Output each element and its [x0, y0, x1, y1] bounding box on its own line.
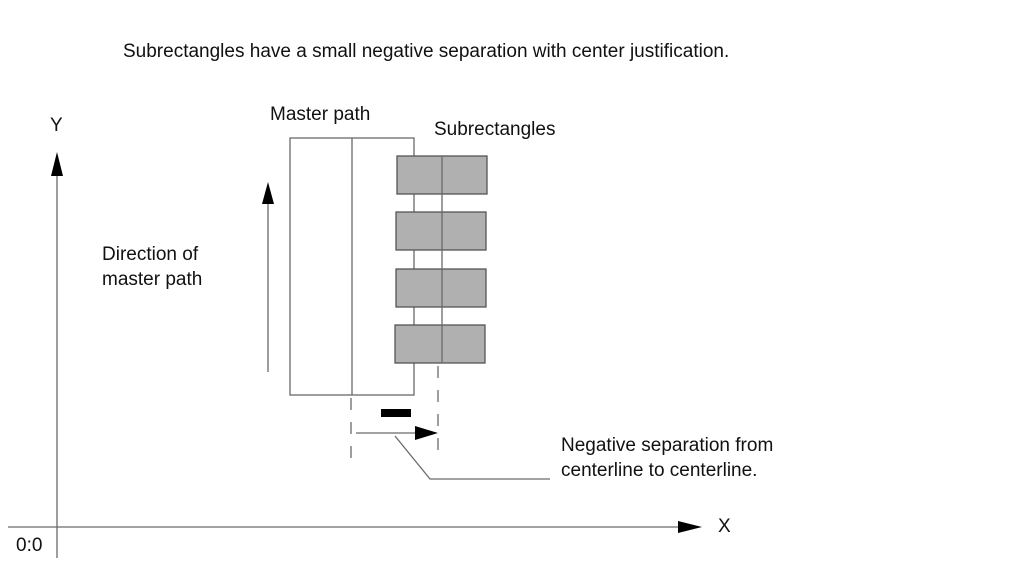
subrectangles-label: Subrectangles — [434, 119, 555, 140]
separation-leader-line — [394, 435, 550, 480]
master-path-label: Master path — [270, 104, 370, 125]
subrectangle-4 — [394, 324, 486, 364]
y-axis-arrow-icon — [51, 152, 63, 176]
origin-label: 0:0 — [16, 535, 42, 556]
x-axis-label: X — [718, 516, 731, 537]
direction-label-line1: Direction of — [102, 244, 199, 265]
y-axis-label: Y — [50, 115, 63, 136]
direction-label-line2: master path — [102, 269, 202, 290]
x-axis-arrow-icon — [678, 521, 702, 533]
separation-arrow-icon — [415, 426, 438, 440]
separation-label-line2: centerline to centerline. — [561, 460, 757, 481]
direction-arrow-icon — [262, 182, 274, 204]
subrectangle-2 — [395, 211, 487, 251]
minus-sign-icon — [381, 409, 411, 417]
separation-label-line1: Negative separation from — [561, 435, 773, 456]
diagram-title: Subrectangles have a small negative sepa… — [123, 41, 729, 62]
subrectangle-3 — [395, 268, 487, 308]
subrectangles — [394, 155, 488, 364]
